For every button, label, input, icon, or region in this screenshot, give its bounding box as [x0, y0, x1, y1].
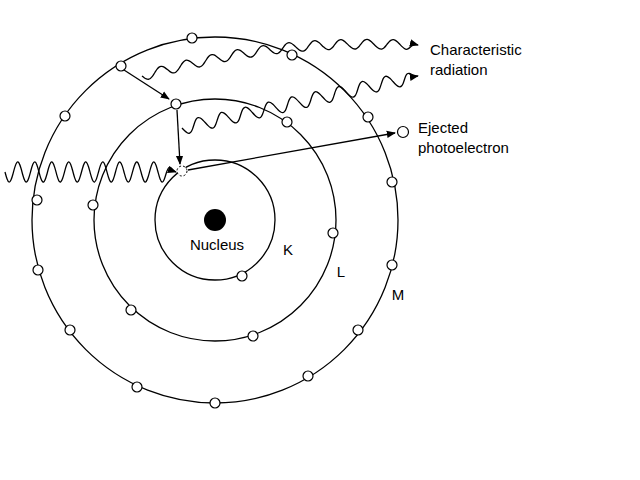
characteristic-ray: [142, 39, 418, 79]
electron: [60, 111, 70, 121]
nucleus-label: Nucleus: [190, 235, 244, 255]
photoelectron-label: Ejected photoelectron: [418, 118, 530, 157]
electron: [237, 271, 247, 281]
radiation-label: Characteristic radiation: [430, 40, 542, 79]
shell-letter: L: [337, 262, 345, 282]
electrons: [32, 33, 397, 408]
nucleus-dot: [204, 209, 226, 231]
electron: [303, 371, 313, 381]
characteristic-ray: [182, 73, 418, 133]
electron: [116, 61, 126, 71]
electron: [210, 398, 220, 408]
electron: [126, 305, 136, 315]
k-shell: [155, 160, 275, 280]
electron: [33, 265, 43, 275]
ejected-electron: [398, 127, 409, 138]
electron: [248, 331, 258, 341]
electron: [287, 50, 297, 60]
electron: [32, 195, 42, 205]
electron: [132, 382, 142, 392]
vacancy: [177, 166, 187, 176]
transition-arrow: [177, 110, 180, 164]
electron: [282, 117, 292, 127]
shell-letter: K: [283, 240, 293, 260]
electron: [65, 325, 75, 335]
shell-letter: M: [392, 285, 405, 305]
electron: [328, 228, 338, 238]
electron: [88, 200, 98, 210]
incident-photon: [5, 162, 176, 182]
transition-arrow: [124, 70, 169, 99]
waves: [5, 39, 418, 182]
electron: [387, 260, 397, 270]
m-shell: [32, 37, 398, 403]
electron: [187, 33, 197, 43]
electron: [171, 99, 181, 109]
electron: [387, 177, 397, 187]
photoelectron-path: [188, 133, 395, 170]
electron: [353, 325, 363, 335]
l-shell: [94, 99, 336, 341]
electron: [363, 112, 373, 122]
